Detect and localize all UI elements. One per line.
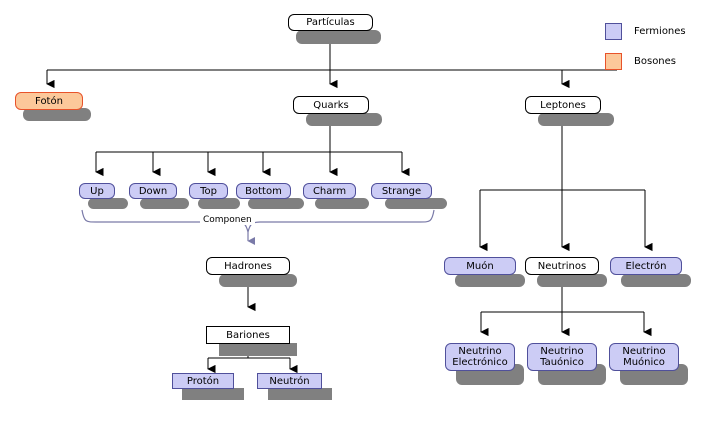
node-neutrino-muonico-label: Neutrino Muónico bbox=[622, 346, 666, 368]
node-charm[interactable]: Charm bbox=[303, 183, 356, 199]
node-bariones-label: Bariones bbox=[226, 329, 270, 341]
componen-annotation: Componen bbox=[200, 215, 255, 225]
bottom-shadow bbox=[248, 198, 304, 209]
node-foton-label: Fotón bbox=[35, 95, 63, 107]
node-neutrino-muonico[interactable]: Neutrino Muónico bbox=[609, 343, 679, 371]
node-bottom-label: Bottom bbox=[245, 185, 282, 197]
charm-shadow bbox=[315, 198, 369, 209]
node-particulas-label: Partículas bbox=[306, 17, 355, 28]
node-foton[interactable]: Fotón bbox=[15, 92, 83, 110]
node-down-label: Down bbox=[138, 185, 168, 197]
muon-shadow bbox=[455, 274, 525, 287]
node-leptones[interactable]: Leptones bbox=[525, 96, 601, 114]
node-top[interactable]: Top bbox=[189, 183, 228, 199]
fermiones-swatch bbox=[605, 22, 622, 40]
node-neutrinos-label: Neutrinos bbox=[537, 260, 587, 272]
node-quarks-label: Quarks bbox=[313, 99, 349, 111]
hadrones-shadow bbox=[219, 274, 297, 287]
quarks-shadow bbox=[306, 113, 382, 126]
down-shadow bbox=[140, 198, 189, 209]
node-quarks[interactable]: Quarks bbox=[293, 96, 369, 114]
legend-item-fermiones: Fermiones bbox=[605, 22, 686, 40]
fermiones-label: Fermiones bbox=[634, 25, 686, 37]
bosones-label: Bosones bbox=[634, 55, 677, 67]
node-neutrinos[interactable]: Neutrinos bbox=[525, 257, 599, 275]
node-neutrino-electronico-label: Neutrino Electrónico bbox=[452, 346, 508, 368]
up-shadow bbox=[88, 198, 128, 209]
neutrinos-shadow bbox=[537, 274, 607, 287]
node-strange[interactable]: Strange bbox=[371, 183, 432, 199]
electron-shadow bbox=[621, 274, 691, 287]
neutron-shadow bbox=[268, 388, 332, 400]
node-top-label: Top bbox=[200, 185, 217, 197]
node-neutron-label: Neutrón bbox=[269, 375, 310, 387]
node-leptones-label: Leptones bbox=[540, 99, 586, 111]
node-proton[interactable]: Protón bbox=[172, 373, 234, 389]
bosones-swatch bbox=[605, 52, 622, 70]
strange-shadow bbox=[385, 198, 447, 209]
node-hadrones[interactable]: Hadrones bbox=[206, 257, 290, 275]
node-neutrino-electronico[interactable]: Neutrino Electrónico bbox=[445, 343, 515, 371]
leptones-shadow bbox=[538, 113, 614, 126]
node-electron[interactable]: Electrón bbox=[610, 257, 682, 275]
proton-shadow bbox=[182, 388, 244, 400]
node-bottom[interactable]: Bottom bbox=[236, 183, 291, 199]
legend-item-bosones: Bosones bbox=[605, 52, 686, 70]
node-up[interactable]: Up bbox=[79, 183, 115, 199]
bariones-shadow bbox=[219, 343, 297, 356]
particulas-shadow bbox=[296, 30, 381, 44]
foton-shadow bbox=[23, 108, 91, 121]
node-down[interactable]: Down bbox=[129, 183, 177, 199]
node-bariones[interactable]: Bariones bbox=[206, 326, 290, 344]
node-proton-label: Protón bbox=[186, 375, 220, 387]
node-neutron[interactable]: Neutrón bbox=[257, 373, 322, 389]
node-hadrones-label: Hadrones bbox=[224, 260, 272, 272]
node-muon[interactable]: Muón bbox=[444, 257, 516, 275]
top-shadow bbox=[198, 198, 240, 209]
node-neutrino-tauonico[interactable]: Neutrino Tauónico bbox=[527, 343, 597, 371]
node-strange-label: Strange bbox=[381, 185, 422, 197]
node-muon-label: Muón bbox=[466, 260, 494, 272]
node-charm-label: Charm bbox=[312, 185, 347, 197]
node-electron-label: Electrón bbox=[625, 260, 667, 272]
legend: Fermiones Bosones bbox=[605, 22, 686, 82]
node-neutrino-tauonico-label: Neutrino Tauónico bbox=[540, 346, 584, 368]
node-up-label: Up bbox=[90, 185, 104, 197]
node-particulas[interactable]: Partículas bbox=[288, 14, 373, 31]
